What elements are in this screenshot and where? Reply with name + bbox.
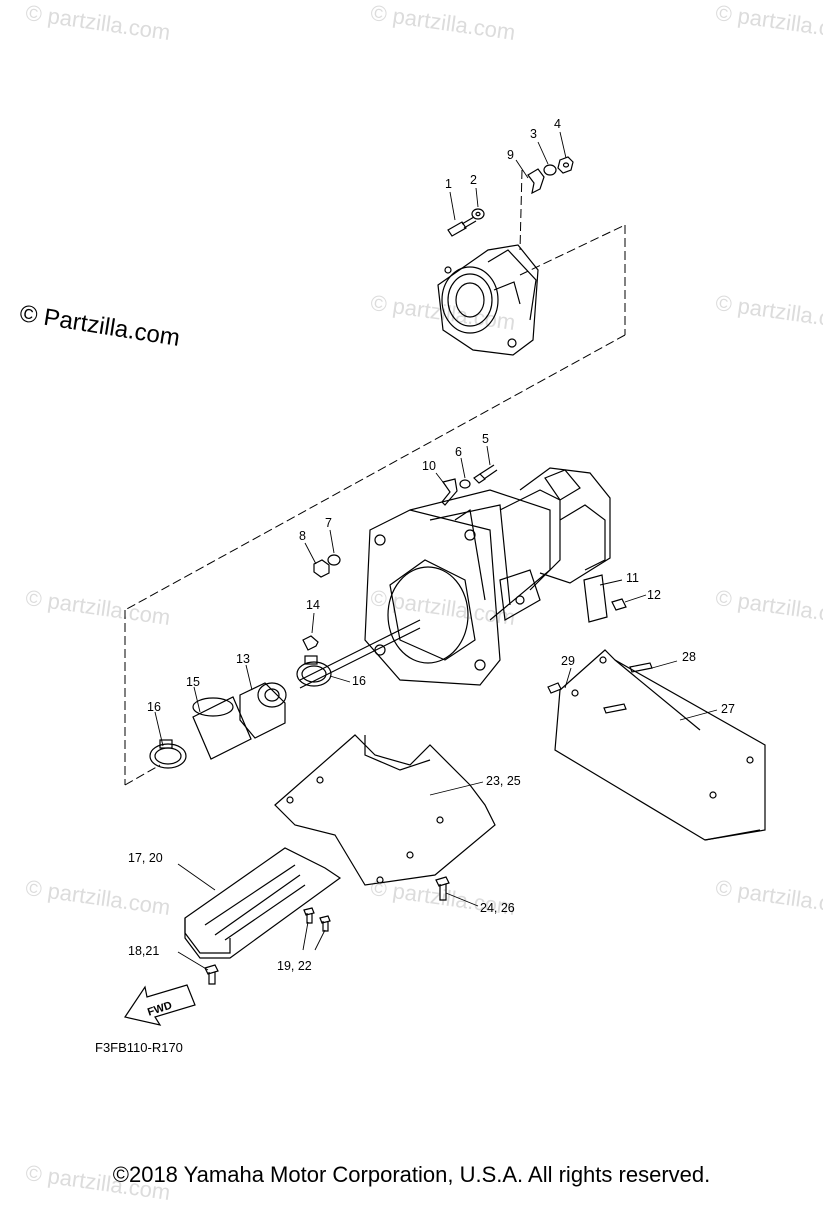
clip-part-29	[547, 682, 562, 694]
callout-23-25: 23, 25	[486, 774, 521, 788]
bolt-part-24-26	[435, 876, 450, 901]
nut-part-8	[313, 559, 330, 578]
bolt-part-12	[611, 598, 627, 611]
callout-1: 1	[445, 177, 452, 191]
callout-16-upper: 16	[352, 674, 366, 688]
hose-clamp-part-16-lower	[149, 739, 187, 769]
plate-part-10	[441, 478, 458, 506]
callout-5: 5	[482, 432, 489, 446]
bolt-part-1	[447, 216, 477, 237]
callout-7: 7	[325, 516, 332, 530]
callout-12: 12	[647, 588, 661, 602]
callout-18-21: 18,21	[128, 944, 160, 958]
washer-part-2	[471, 208, 485, 220]
leader-lines	[154, 131, 718, 971]
callout-17-20: 17, 20	[128, 851, 163, 865]
hose-part-15	[192, 696, 252, 760]
screw-part-19-22	[303, 907, 315, 924]
callout-6: 6	[455, 445, 462, 459]
phantom-outline	[124, 169, 626, 786]
washer-part-6	[459, 479, 471, 489]
intake-grate-part-17-20	[184, 847, 342, 959]
washer-part-7	[327, 554, 341, 566]
bolt-part-5	[473, 464, 498, 484]
callout-8: 8	[299, 529, 306, 543]
callout-29: 29	[561, 654, 575, 668]
callout-28: 28	[682, 650, 696, 664]
plate-part-9	[527, 168, 545, 195]
bushing-part-13	[239, 682, 287, 739]
callout-27: 27	[721, 702, 735, 716]
screw-part-28-lower	[603, 703, 627, 714]
callout-4: 4	[554, 117, 561, 131]
screw-part-19-22-b	[319, 915, 331, 932]
fwd-arrow-icon	[124, 984, 196, 1026]
callout-19-22: 19, 22	[277, 959, 312, 973]
callout-14: 14	[306, 598, 320, 612]
callout-2: 2	[470, 173, 477, 187]
callout-10: 10	[422, 459, 436, 473]
hose-clamp-part-16-upper	[296, 655, 332, 687]
bracket-part-11	[583, 574, 608, 623]
callout-15: 15	[186, 675, 200, 689]
washer-part-3	[543, 164, 557, 176]
callout-9: 9	[507, 148, 514, 162]
screw-part-14	[302, 635, 319, 651]
callout-16-lower: 16	[147, 700, 161, 714]
nut-part-4	[557, 156, 574, 174]
callout-11: 11	[626, 571, 639, 585]
callout-13: 13	[236, 652, 250, 666]
copyright-notice: ©2018 Yamaha Motor Corporation, U.S.A. A…	[112, 1162, 711, 1187]
bearing-housing-top	[437, 244, 539, 356]
ride-plate-part-23-25	[274, 734, 496, 886]
drive-shaft	[299, 619, 421, 689]
callout-3: 3	[530, 127, 537, 141]
diagram-code: F3FB110-R170	[95, 1040, 183, 1055]
cover-plate-part-27	[554, 649, 766, 841]
screw-part-18-21	[204, 964, 219, 985]
jet-pump-assembly	[364, 467, 611, 686]
callout-24-26: 24, 26	[480, 901, 515, 915]
